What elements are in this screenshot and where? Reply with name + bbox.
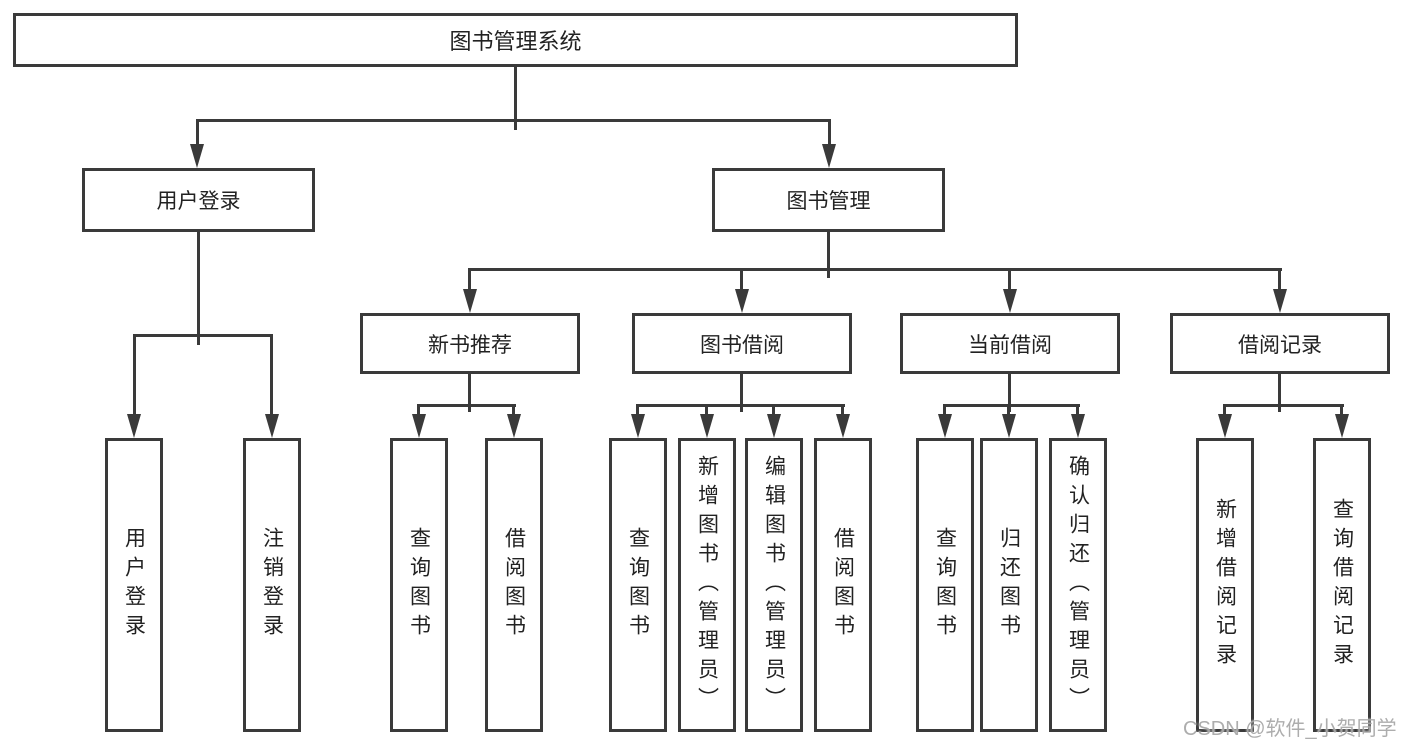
- node-user-login: 用户登录: [82, 168, 315, 232]
- node-leaf-query-borrow-record: 查询借阅记录: [1313, 438, 1371, 732]
- arrow-down-icon: [822, 144, 836, 168]
- connector-user-login-stem: [197, 232, 200, 345]
- connector-v: [1223, 404, 1226, 414]
- node-leaf-add-borrow-record: 新增借阅记录: [1196, 438, 1254, 732]
- arrow-down-icon: [700, 414, 714, 438]
- connector-branch: [417, 404, 516, 407]
- connector-v: [636, 404, 639, 414]
- connector-branch: [1223, 404, 1344, 407]
- arrow-down-icon: [265, 414, 279, 438]
- connector-v: [740, 268, 743, 289]
- arrow-down-icon: [1273, 289, 1287, 313]
- connector-stem: [740, 374, 743, 412]
- arrow-down-icon: [938, 414, 952, 438]
- connector-v: [133, 334, 136, 414]
- node-leaf-query-books-current: 查询图书: [916, 438, 974, 732]
- arrow-down-icon: [507, 414, 521, 438]
- connector-v: [468, 268, 471, 289]
- arrow-down-icon: [836, 414, 850, 438]
- arrow-down-icon: [1003, 289, 1017, 313]
- connector-stem: [1278, 374, 1281, 412]
- connector-level3-branch: [468, 268, 1282, 271]
- arrow-down-icon: [735, 289, 749, 313]
- connector-v: [512, 404, 515, 414]
- connector-branch: [943, 404, 1080, 407]
- connector-book-mgmt-stem: [827, 232, 830, 278]
- connector-v: [705, 404, 708, 414]
- connector-user-login-branch: [133, 334, 273, 337]
- arrow-down-icon: [631, 414, 645, 438]
- connector-branch: [636, 404, 845, 407]
- arrow-down-icon: [412, 414, 426, 438]
- arrow-down-icon: [1071, 414, 1085, 438]
- arrow-down-icon: [190, 144, 204, 168]
- node-leaf-edit-books-admin: 编辑图书（管理员）: [745, 438, 803, 732]
- node-current-borrow: 当前借阅: [900, 313, 1120, 374]
- connector-v: [1340, 404, 1343, 414]
- connector-v: [772, 404, 775, 414]
- arrow-down-icon: [1002, 414, 1016, 438]
- connector-v: [1008, 268, 1011, 289]
- connector-stem: [468, 374, 471, 412]
- node-leaf-logout: 注销登录: [243, 438, 301, 732]
- node-leaf-return-books: 归还图书: [980, 438, 1038, 732]
- connector-v: [196, 119, 199, 144]
- connector-v: [1007, 404, 1010, 414]
- connector-level2-branch: [196, 119, 831, 122]
- node-leaf-confirm-return-admin: 确认归还（管理员）: [1049, 438, 1107, 732]
- connector-v: [417, 404, 420, 414]
- arrow-down-icon: [127, 414, 141, 438]
- connector-stem: [1008, 374, 1011, 412]
- arrow-down-icon: [463, 289, 477, 313]
- node-leaf-query-books-borrow: 查询图书: [609, 438, 667, 732]
- node-library-management-system: 图书管理系统: [13, 13, 1018, 67]
- arrow-down-icon: [1218, 414, 1232, 438]
- node-leaf-borrow-books: 借阅图书: [814, 438, 872, 732]
- node-borrow-records: 借阅记录: [1170, 313, 1390, 374]
- arrow-down-icon: [1335, 414, 1349, 438]
- node-leaf-borrow-books-recommend: 借阅图书: [485, 438, 543, 732]
- node-leaf-query-books-recommend: 查询图书: [390, 438, 448, 732]
- watermark: CSDN @软件_小贺同学: [1183, 718, 1397, 740]
- connector-v: [828, 119, 831, 144]
- connector-v: [1278, 268, 1281, 289]
- node-book-management: 图书管理: [712, 168, 945, 232]
- connector-root-stem: [514, 67, 517, 130]
- arrow-down-icon: [767, 414, 781, 438]
- connector-v: [1076, 404, 1079, 414]
- node-leaf-add-books-admin: 新增图书（管理员）: [678, 438, 736, 732]
- node-leaf-user-login: 用户登录: [105, 438, 163, 732]
- connector-v: [270, 334, 273, 414]
- node-book-borrow: 图书借阅: [632, 313, 852, 374]
- connector-v: [943, 404, 946, 414]
- node-new-book-recommend: 新书推荐: [360, 313, 580, 374]
- connector-v: [841, 404, 844, 414]
